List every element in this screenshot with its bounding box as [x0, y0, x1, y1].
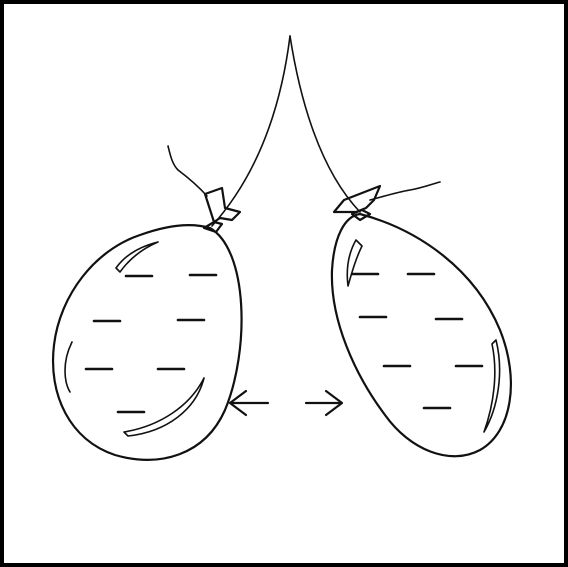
left-balloon-neck	[205, 188, 240, 222]
left-balloon-tie-end	[168, 146, 207, 196]
right-balloon-outline	[332, 214, 511, 456]
left-balloon-highlight-bottom	[124, 378, 204, 436]
right-balloon-tie-end	[370, 182, 440, 200]
left-balloon-highlight-side	[65, 342, 72, 392]
right-balloon	[332, 182, 511, 456]
left-balloon-highlight-top	[116, 242, 158, 272]
left-balloon-outline	[53, 225, 242, 460]
left-balloon-knot	[204, 222, 222, 232]
left-balloon	[53, 146, 242, 460]
right-balloon-charges	[352, 274, 482, 408]
right-string	[290, 36, 360, 212]
right-balloon-highlight-top	[347, 240, 362, 286]
double-headed-arrow-icon	[230, 391, 342, 415]
right-balloon-highlight-bottom	[484, 340, 500, 432]
hanging-strings	[212, 36, 360, 226]
